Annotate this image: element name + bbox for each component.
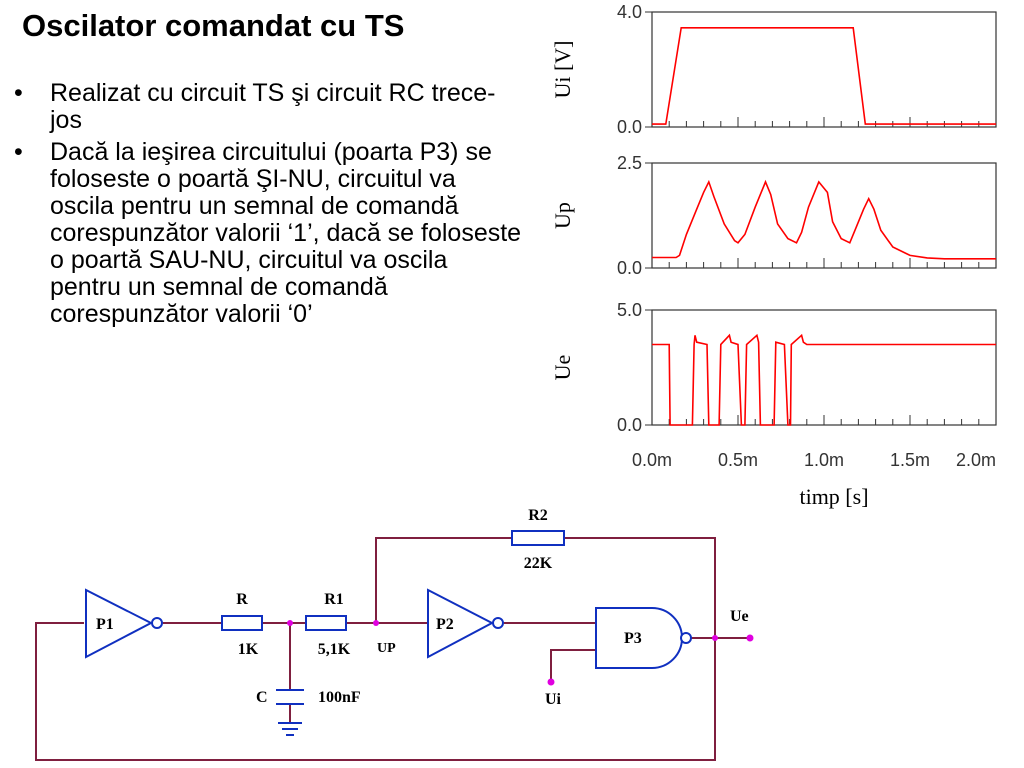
terminal-ue [746,634,754,642]
resistor-r [221,615,263,631]
wires [35,537,750,761]
gate-p2-symbol [427,588,495,659]
resistor-r1-value: 5,1K [318,641,351,658]
junction-dot [712,635,718,641]
y-tick-label: 0.0 [617,415,642,435]
wire [550,649,596,682]
wire [564,537,716,638]
bullet-list: Realizat cu circuit TS şi circuit RC tre… [14,80,524,333]
x-tick-label: 1.5m [890,450,930,470]
plot-frame-Ui [651,11,997,128]
y-axis-label: Ui [V] [550,40,575,98]
gate-p2-bubble [492,617,504,629]
wire [375,537,512,623]
wire [35,622,716,761]
x-axis-label: timp [s] [799,484,868,509]
y-tick-label: 0.0 [617,117,642,137]
terminal-ui [547,678,555,686]
y-tick-label: 0.0 [617,258,642,278]
resistor-r1-name: R1 [324,591,344,608]
resistor-r2-value: 22K [524,555,553,572]
bullet-item: Dacă la ieşirea circuitului (poarta P3) … [14,139,524,328]
bullet-item: Realizat cu circuit TS şi circuit RC tre… [14,80,524,134]
x-tick-label: 2.0m [956,450,996,470]
node-ui-label: Ui [545,691,562,708]
series-line-Ui [652,26,996,125]
circuit-diagram: P1 P2 P3 R 1K R1 5,1K R2 22K C 100nF UP … [35,507,754,761]
x-tick-label: 0.0m [632,450,672,470]
plot-frame-Ue [651,309,997,426]
x-tick-label: 1.0m [804,450,844,470]
capacitor-value: 100nF [318,689,361,706]
circuit-labels: P1 P2 P3 R 1K R1 5,1K R2 22K C 100nF UP … [96,507,749,708]
resistor-r2 [511,530,565,546]
junction-dots [287,620,754,686]
y-tick-label: 4.0 [617,2,642,22]
gate-p3-bubble [680,632,692,644]
junction-dot [287,620,293,626]
resistor-r1 [305,615,347,631]
node-up-label: UP [377,641,396,656]
components [85,530,692,736]
resistor-r-name: R [236,591,248,608]
series-line-Up [652,179,996,260]
plot-frame-Up [651,162,997,269]
gate-p3-label: P3 [624,630,642,647]
y-tick-label: 2.5 [617,153,642,173]
gate-p2-label: P2 [436,616,454,633]
y-axis-label: Ue [550,355,575,381]
series-line-Ue [652,333,996,426]
y-tick-label: 5.0 [617,300,642,320]
node-ue-label: Ue [730,608,749,625]
x-tick-label: 0.5m [718,450,758,470]
y-axis-label: Up [550,202,575,229]
capacitor-name: C [256,689,268,706]
junction-dot [373,620,379,626]
resistor-r-value: 1K [238,641,259,658]
resistor-r2-name: R2 [528,507,548,524]
gate-p1-bubble [151,617,163,629]
gate-p1-label: P1 [96,616,114,633]
slide-title: Oscilator comandat cu TS [22,8,405,43]
gate-p1-symbol [85,588,154,659]
